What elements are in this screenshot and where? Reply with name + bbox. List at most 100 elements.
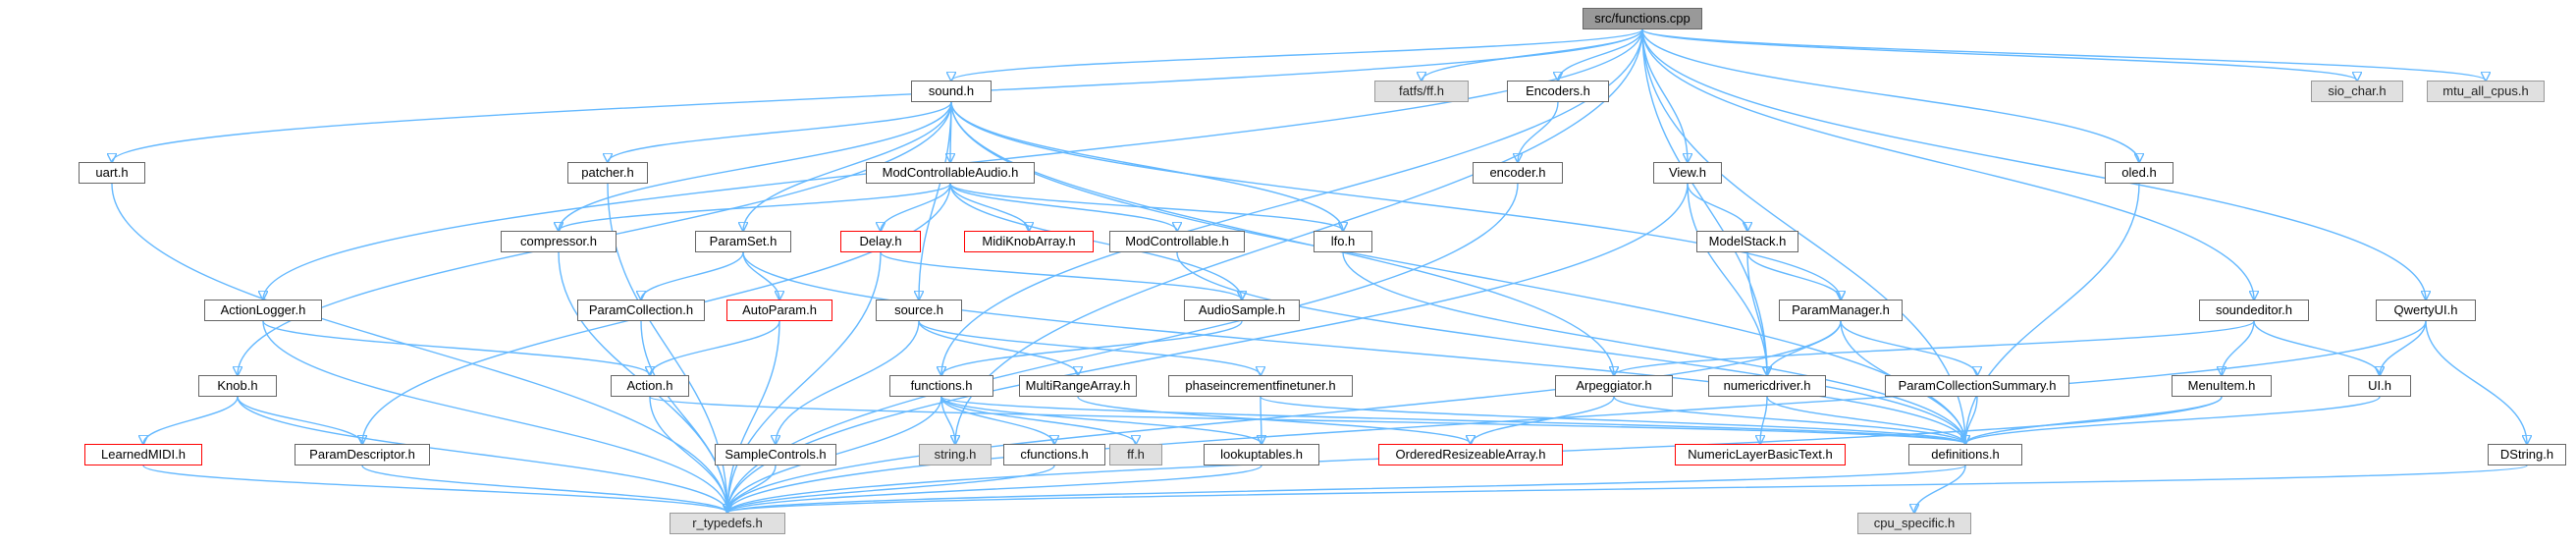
node-patcher[interactable]: patcher.h xyxy=(567,162,648,184)
node-autoparam[interactable]: AutoParam.h xyxy=(726,300,832,321)
node-modcontrollable[interactable]: ModControllable.h xyxy=(1109,231,1245,252)
edge-root-to-stringh xyxy=(955,28,1643,444)
edge-root-to-sound xyxy=(951,28,1643,81)
edge-sound-to-source xyxy=(919,101,952,300)
edge-root-to-siochar xyxy=(1641,28,2357,81)
node-modelstack[interactable]: ModelStack.h xyxy=(1696,231,1798,252)
edge-uart-to-rtypedefs xyxy=(111,183,727,513)
node-phaseinc[interactable]: phaseincrementfinetuner.h xyxy=(1168,375,1353,397)
edge-dstring-to-rtypedefs xyxy=(727,465,2528,513)
node-sound[interactable]: sound.h xyxy=(911,81,992,102)
node-lfo[interactable]: lfo.h xyxy=(1314,231,1372,252)
node-ffh[interactable]: ff.h xyxy=(1109,444,1162,465)
node-knob[interactable]: Knob.h xyxy=(198,375,277,397)
edge-numericdriver-to-nlbt xyxy=(1760,396,1768,444)
node-ora[interactable]: OrderedResizeableArray.h xyxy=(1378,444,1563,465)
edge-definitions-to-cpuspecific xyxy=(1914,465,1966,513)
node-uart[interactable]: uart.h xyxy=(79,162,145,184)
node-qwertyui[interactable]: QwertyUI.h xyxy=(2376,300,2476,321)
node-root[interactable]: src/functions.cpp xyxy=(1583,8,1702,29)
edge-functions-to-stringh xyxy=(940,396,955,444)
node-multirange[interactable]: MultiRangeArray.h xyxy=(1019,375,1137,397)
node-encoder[interactable]: encoder.h xyxy=(1473,162,1563,184)
edge-root-to-encoders xyxy=(1558,28,1643,81)
node-learnedmidi[interactable]: LearnedMIDI.h xyxy=(84,444,202,465)
node-paramset[interactable]: ParamSet.h xyxy=(695,231,791,252)
node-audiosample[interactable]: AudioSample.h xyxy=(1184,300,1300,321)
node-nlbt[interactable]: NumericLayerBasicText.h xyxy=(1675,444,1846,465)
edge-modelstack-to-parammanager xyxy=(1746,251,1841,300)
node-midiknob[interactable]: MidiKnobArray.h xyxy=(964,231,1094,252)
edge-actionlogger-to-action xyxy=(262,320,650,375)
edge-parammanager-to-pcsummary xyxy=(1840,320,1977,375)
edge-actionlogger-to-rtypedefs xyxy=(262,320,727,513)
node-delay[interactable]: Delay.h xyxy=(840,231,921,252)
edge-mca-to-modcontrollable xyxy=(949,183,1177,231)
edge-oled-to-definitions xyxy=(1965,183,2140,444)
node-siochar[interactable]: sio_char.h xyxy=(2311,81,2403,102)
edge-functions-to-lookuptables xyxy=(940,396,1261,444)
edge-root-to-uart xyxy=(112,28,1643,162)
node-menuitem[interactable]: MenuItem.h xyxy=(2172,375,2272,397)
edge-mca-to-compressor xyxy=(559,183,951,231)
node-mtu[interactable]: mtu_all_cpus.h xyxy=(2427,81,2545,102)
node-parammanager[interactable]: ParamManager.h xyxy=(1779,300,1903,321)
edge-soundeditor-to-arpeggiator xyxy=(1614,320,2255,375)
node-stringh[interactable]: string.h xyxy=(919,444,992,465)
edge-paramdesc-to-rtypedefs xyxy=(361,465,727,513)
edge-uih-to-definitions xyxy=(1965,396,2381,444)
node-oled[interactable]: oled.h xyxy=(2105,162,2174,184)
edge-qwertyui-to-uih xyxy=(2380,320,2427,375)
edge-root-to-qwertyui xyxy=(1641,28,2426,300)
edge-numericdriver-to-definitions xyxy=(1766,396,1965,444)
node-view[interactable]: View.h xyxy=(1653,162,1722,184)
node-fatfs[interactable]: fatfs/ff.h xyxy=(1374,81,1469,102)
edge-sound-to-parammanager xyxy=(950,101,1841,300)
edge-source-to-samplecontrols xyxy=(776,320,920,444)
node-definitions[interactable]: definitions.h xyxy=(1908,444,2022,465)
node-pcsummary[interactable]: ParamCollectionSummary.h xyxy=(1885,375,2069,397)
edge-parammanager-to-rtypedefs xyxy=(727,320,1842,513)
node-functions[interactable]: functions.h xyxy=(889,375,993,397)
edge-phaseinc-to-definitions xyxy=(1260,396,1965,444)
edge-paramcollection-to-rtypedefs xyxy=(640,320,727,513)
node-dstring[interactable]: DString.h xyxy=(2488,444,2566,465)
node-compressor[interactable]: compressor.h xyxy=(501,231,617,252)
edge-lookuptables-to-rtypedefs xyxy=(727,465,1262,513)
node-samplecontrols[interactable]: SampleControls.h xyxy=(715,444,836,465)
edge-paramset-to-autoparam xyxy=(742,251,779,300)
edge-action-to-rtypedefs xyxy=(649,396,727,513)
edge-audiosample-to-functions xyxy=(941,320,1243,375)
edge-source-to-multirange xyxy=(918,320,1078,375)
node-mca[interactable]: ModControllableAudio.h xyxy=(866,162,1035,184)
node-soundeditor[interactable]: soundeditor.h xyxy=(2199,300,2309,321)
edge-knob-to-rtypedefs xyxy=(237,396,727,513)
node-rtypedefs[interactable]: r_typedefs.h xyxy=(670,513,785,534)
edge-functions-to-ffh xyxy=(940,396,1136,444)
edge-view-to-numericdriver xyxy=(1687,183,1767,375)
edge-delay-to-rtypedefs xyxy=(727,251,882,513)
edge-sound-to-compressor xyxy=(559,101,952,231)
node-encoders[interactable]: Encoders.h xyxy=(1507,81,1609,102)
node-numericdriver[interactable]: numericdriver.h xyxy=(1708,375,1826,397)
node-lookuptables[interactable]: lookuptables.h xyxy=(1204,444,1319,465)
node-paramdesc[interactable]: ParamDescriptor.h xyxy=(295,444,430,465)
node-arpeggiator[interactable]: Arpeggiator.h xyxy=(1555,375,1673,397)
edge-sound-to-arpeggiator xyxy=(950,101,1614,375)
node-uih[interactable]: UI.h xyxy=(2348,375,2411,397)
node-paramcollection[interactable]: ParamCollection.h xyxy=(577,300,705,321)
node-action[interactable]: Action.h xyxy=(611,375,689,397)
edge-root-to-fatfs xyxy=(1422,28,1643,81)
node-cpuspecific[interactable]: cpu_specific.h xyxy=(1857,513,1971,534)
edge-cfunctions-to-rtypedefs xyxy=(727,465,1055,513)
edge-knob-to-learnedmidi xyxy=(143,396,239,444)
edge-autoparam-to-action xyxy=(650,320,780,375)
edge-encoders-to-encoder xyxy=(1518,101,1559,162)
node-actionlogger[interactable]: ActionLogger.h xyxy=(204,300,322,321)
edge-mca-to-audiosample xyxy=(949,183,1242,300)
edge-knob-to-paramdesc xyxy=(237,396,362,444)
edge-mca-to-lfo xyxy=(949,183,1343,231)
node-cfunctions[interactable]: cfunctions.h xyxy=(1003,444,1105,465)
node-source[interactable]: source.h xyxy=(876,300,962,321)
edge-qwertyui-to-dstring xyxy=(2425,320,2527,444)
